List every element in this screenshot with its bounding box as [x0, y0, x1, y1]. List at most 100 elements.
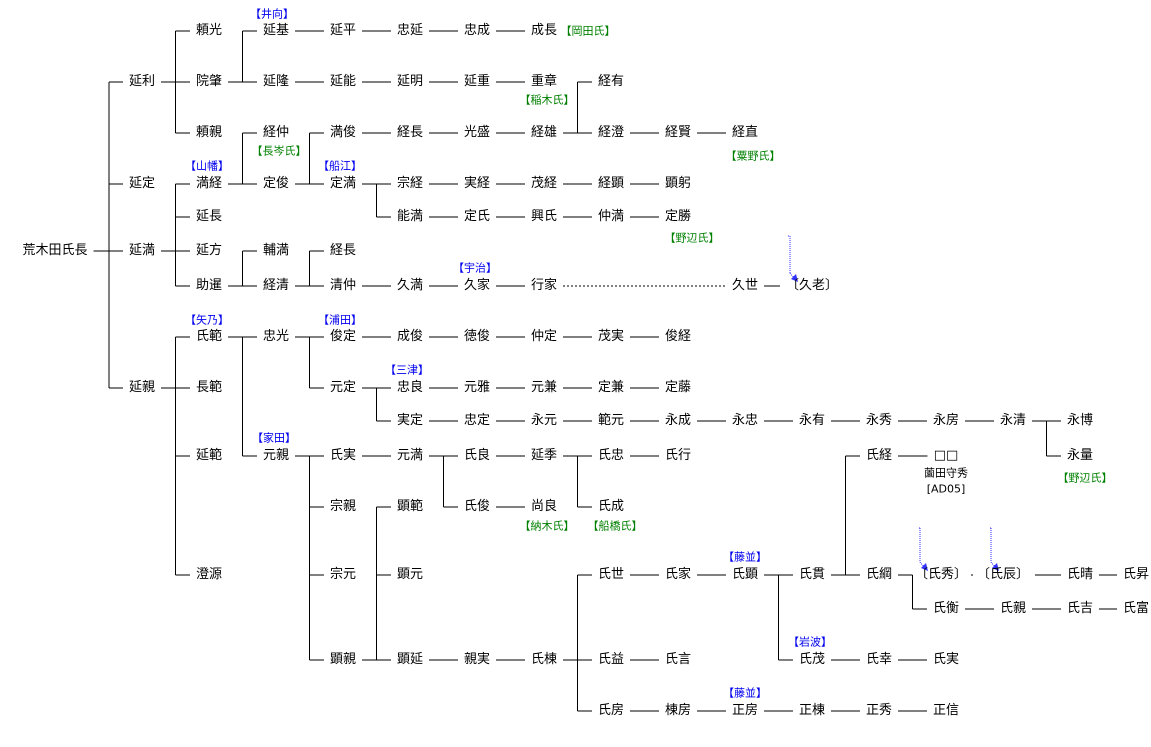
person-name: 氏昇 — [1122, 567, 1150, 582]
person-name: 延明 — [396, 74, 424, 89]
person-name: 徳俊 — [463, 329, 491, 344]
person-name: 氏貫 — [798, 567, 826, 582]
person-name: 忠良 — [396, 380, 424, 395]
person-name: 忠延 — [396, 23, 424, 38]
person-name: 定藤 — [664, 380, 692, 395]
person-name: 能満 — [396, 209, 424, 224]
person-name: 経賢 — [664, 125, 692, 140]
person-name: 氏富 — [1122, 601, 1150, 616]
person-name: 氏良 — [463, 448, 491, 463]
person-name: 氏益 — [597, 652, 625, 667]
person-name: 延基 — [262, 23, 290, 38]
person-name: 親実 — [463, 652, 491, 667]
arrow-head-icon — [921, 563, 928, 571]
person-name: 元雅 — [463, 380, 491, 395]
person-name: 延能 — [329, 74, 357, 89]
family-annotation: 【山幡】 — [185, 159, 229, 173]
person-name: 長範 — [195, 380, 223, 395]
person-name: 氏経 — [865, 448, 893, 463]
person-name: 顕範 — [396, 499, 424, 514]
person-name: 俊経 — [664, 329, 692, 344]
person-name: 実定 — [396, 413, 424, 428]
person-name: 氏綱 — [865, 567, 893, 582]
family-annotation: 【井向】 — [250, 7, 294, 21]
person-name: 永元 — [530, 413, 558, 428]
person-name: 氏言 — [664, 652, 692, 667]
person-name: 定満 — [329, 176, 357, 191]
person-name: 氏幸 — [865, 652, 893, 667]
person-name: 宗経 — [396, 176, 424, 191]
person-name: 顕延 — [396, 652, 424, 667]
person-name: 延満 — [128, 243, 156, 258]
person-name: 経有 — [597, 74, 625, 89]
person-name: 経雄 — [530, 125, 558, 140]
person-name: 延重 — [463, 74, 491, 89]
person-name: 氏房 — [597, 703, 625, 718]
person-name: 助暹 — [195, 278, 223, 293]
person-name: 頼光 — [195, 23, 223, 38]
person-name: 興氏 — [530, 209, 558, 224]
person-name: 行家 — [530, 278, 558, 293]
person-name: 輔満 — [262, 243, 290, 258]
person-name: 氏吉 — [1066, 601, 1094, 616]
person-name: 経長 — [396, 125, 424, 140]
person-name: 氏実 — [329, 448, 357, 463]
person-name: 氏範 — [195, 329, 223, 344]
person-name: 実経 — [463, 176, 491, 191]
person-name: 忠光 — [262, 329, 290, 344]
person-name: 延親 — [128, 380, 156, 395]
person-name: 定兼 — [597, 380, 625, 395]
person-name: 氏顕 — [731, 567, 759, 582]
person-name: 永秀 — [865, 413, 893, 428]
person-name: 澄源 — [195, 567, 223, 582]
family-annotation: 【宇治】 — [453, 261, 497, 275]
family-annotation: 【岡田氏】 — [560, 24, 616, 38]
person-name: 氏衡 — [932, 601, 960, 616]
person-name: 経清 — [262, 278, 290, 293]
person-name: 正房 — [731, 703, 759, 718]
person-name: 経長 — [329, 243, 357, 258]
person-name: 氏親 — [999, 601, 1027, 616]
person-name: 延季 — [530, 448, 558, 463]
person-name: 定俊 — [262, 176, 290, 191]
person-name: 光盛 — [463, 125, 491, 140]
person-name: 永成 — [664, 413, 692, 428]
person-name: 久世 — [731, 278, 759, 293]
person-name: 氏成 — [597, 499, 625, 514]
person-name: 久満 — [396, 278, 424, 293]
person-name: 忠定 — [463, 413, 491, 428]
person-name: 茂経 — [530, 176, 558, 191]
person-name: 正棟 — [798, 703, 826, 718]
person-name: 延隆 — [262, 74, 290, 89]
family-annotation: 【野辺氏】 — [1057, 471, 1113, 485]
person-name: 顕親 — [329, 652, 357, 667]
person-name: 延長 — [195, 209, 223, 224]
family-annotation: 【納木氏】 — [519, 519, 575, 533]
person-name: 氏俊 — [463, 499, 491, 514]
arrow-head-icon — [791, 274, 798, 282]
person-name: 元親 — [262, 448, 290, 463]
family-annotation: [AD05] — [926, 482, 966, 496]
person-name: 宗親 — [329, 499, 357, 514]
person-name: 荒木田氏長 — [22, 243, 88, 258]
person-name: 氏晴 — [1066, 567, 1094, 582]
person-name: 延方 — [195, 243, 223, 258]
person-name: 院肇 — [195, 74, 223, 89]
person-name: 清仲 — [329, 278, 357, 293]
person-name: 〔氏秀〕 — [914, 567, 968, 582]
person-name: 元兼 — [530, 380, 558, 395]
person-name: 氏茂 — [798, 652, 826, 667]
family-annotation: 【藤並】 — [723, 550, 767, 564]
person-name: 満経 — [195, 176, 223, 191]
person-name: 範元 — [597, 413, 625, 428]
person-name: 元満 — [396, 448, 424, 463]
person-name: 経顕 — [597, 176, 625, 191]
family-annotation: 【浦田】 — [318, 313, 362, 327]
family-annotation: 【三津】 — [385, 363, 429, 377]
person-name: 延利 — [128, 74, 156, 89]
person-name: 氏家 — [664, 567, 692, 582]
person-name: 尚良 — [530, 499, 558, 514]
person-name: 仲満 — [597, 209, 625, 224]
